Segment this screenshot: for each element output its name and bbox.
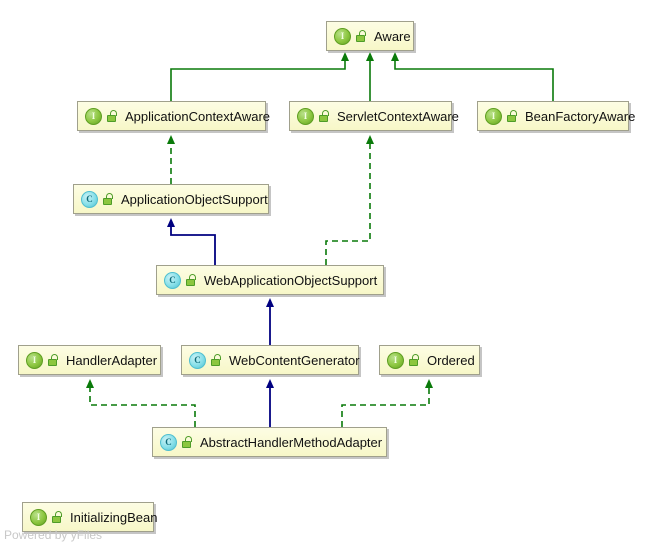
node-glyphs: C [164, 271, 197, 289]
uml-node-label: ApplicationObjectSupport [121, 191, 268, 207]
class-circle-icon: C [81, 190, 98, 208]
uml-node-label: Ordered [427, 352, 475, 368]
uml-node-label: BeanFactoryAware [525, 108, 636, 124]
node-glyphs: I [30, 508, 63, 526]
node-glyphs: I [26, 351, 59, 369]
uml-node-servlet-context-aware[interactable]: I ServletContextAware [289, 101, 459, 131]
edge-web-application-object-support-to-application-object-support [167, 218, 216, 265]
node-glyphs: C [189, 351, 222, 369]
uml-node-label: WebContentGenerator [229, 352, 360, 368]
edge-application-context-aware-to-aware [170, 52, 349, 101]
uml-node-label: ApplicationContextAware [125, 108, 271, 124]
uml-node-initializing-bean[interactable]: I InitializingBean [22, 502, 158, 532]
node-glyphs: I [485, 107, 518, 125]
node-glyphs: I [387, 351, 420, 369]
uml-node-label: WebApplicationObjectSupport [204, 272, 378, 288]
node-glyphs: I [334, 27, 367, 45]
lock-icon [182, 436, 193, 448]
uml-node-ordered[interactable]: I Ordered [379, 345, 480, 375]
uml-node-web-application-object-support[interactable]: C WebApplicationObjectSupport [156, 265, 384, 295]
uml-node-abstract-handler-method-adapter[interactable]: C AbstractHandlerMethodAdapter [152, 427, 387, 457]
uml-node-label: InitializingBean [70, 509, 158, 525]
lock-icon [103, 193, 114, 205]
uml-node-bean-factory-aware[interactable]: I BeanFactoryAware [477, 101, 635, 131]
interface-circle-icon: I [387, 351, 404, 369]
interface-circle-icon: I [30, 508, 47, 526]
lock-icon [356, 30, 367, 42]
edge-bean-factory-aware-to-aware [391, 52, 554, 101]
edge-abstract-handler-method-adapter-to-handler-adapter [86, 379, 196, 427]
lock-icon [186, 274, 197, 286]
lock-icon [211, 354, 222, 366]
lock-icon [52, 511, 63, 523]
uml-node-aware[interactable]: I Aware [326, 21, 414, 51]
uml-node-label: HandlerAdapter [66, 352, 158, 368]
uml-node-label: ServletContextAware [337, 108, 459, 124]
lock-icon [319, 110, 330, 122]
interface-circle-icon: I [85, 107, 102, 125]
lock-icon [107, 110, 118, 122]
edge-abstract-handler-method-adapter-to-ordered [341, 379, 433, 427]
lock-icon [48, 354, 59, 366]
uml-node-application-context-aware[interactable]: I ApplicationContextAware [77, 101, 270, 131]
node-glyphs: C [160, 433, 193, 451]
interface-circle-icon: I [26, 351, 43, 369]
uml-node-label: AbstractHandlerMethodAdapter [200, 434, 383, 450]
interface-circle-icon: I [297, 107, 314, 125]
node-glyphs: I [297, 107, 330, 125]
node-glyphs: I [85, 107, 118, 125]
class-circle-icon: C [189, 351, 206, 369]
lock-icon [507, 110, 518, 122]
interface-circle-icon: I [485, 107, 502, 125]
edge-web-application-object-support-to-servlet-context-aware [325, 135, 374, 265]
uml-node-application-object-support[interactable]: C ApplicationObjectSupport [73, 184, 269, 214]
interface-circle-icon: I [334, 27, 351, 45]
yfiles-watermark: Powered by yFiles [4, 528, 103, 542]
class-circle-icon: C [164, 271, 181, 289]
class-circle-icon: C [160, 433, 177, 451]
lock-icon [409, 354, 420, 366]
uml-node-web-content-generator[interactable]: C WebContentGenerator [181, 345, 360, 375]
uml-node-handler-adapter[interactable]: I HandlerAdapter [18, 345, 161, 375]
uml-node-label: Aware [374, 28, 411, 44]
node-glyphs: C [81, 190, 114, 208]
